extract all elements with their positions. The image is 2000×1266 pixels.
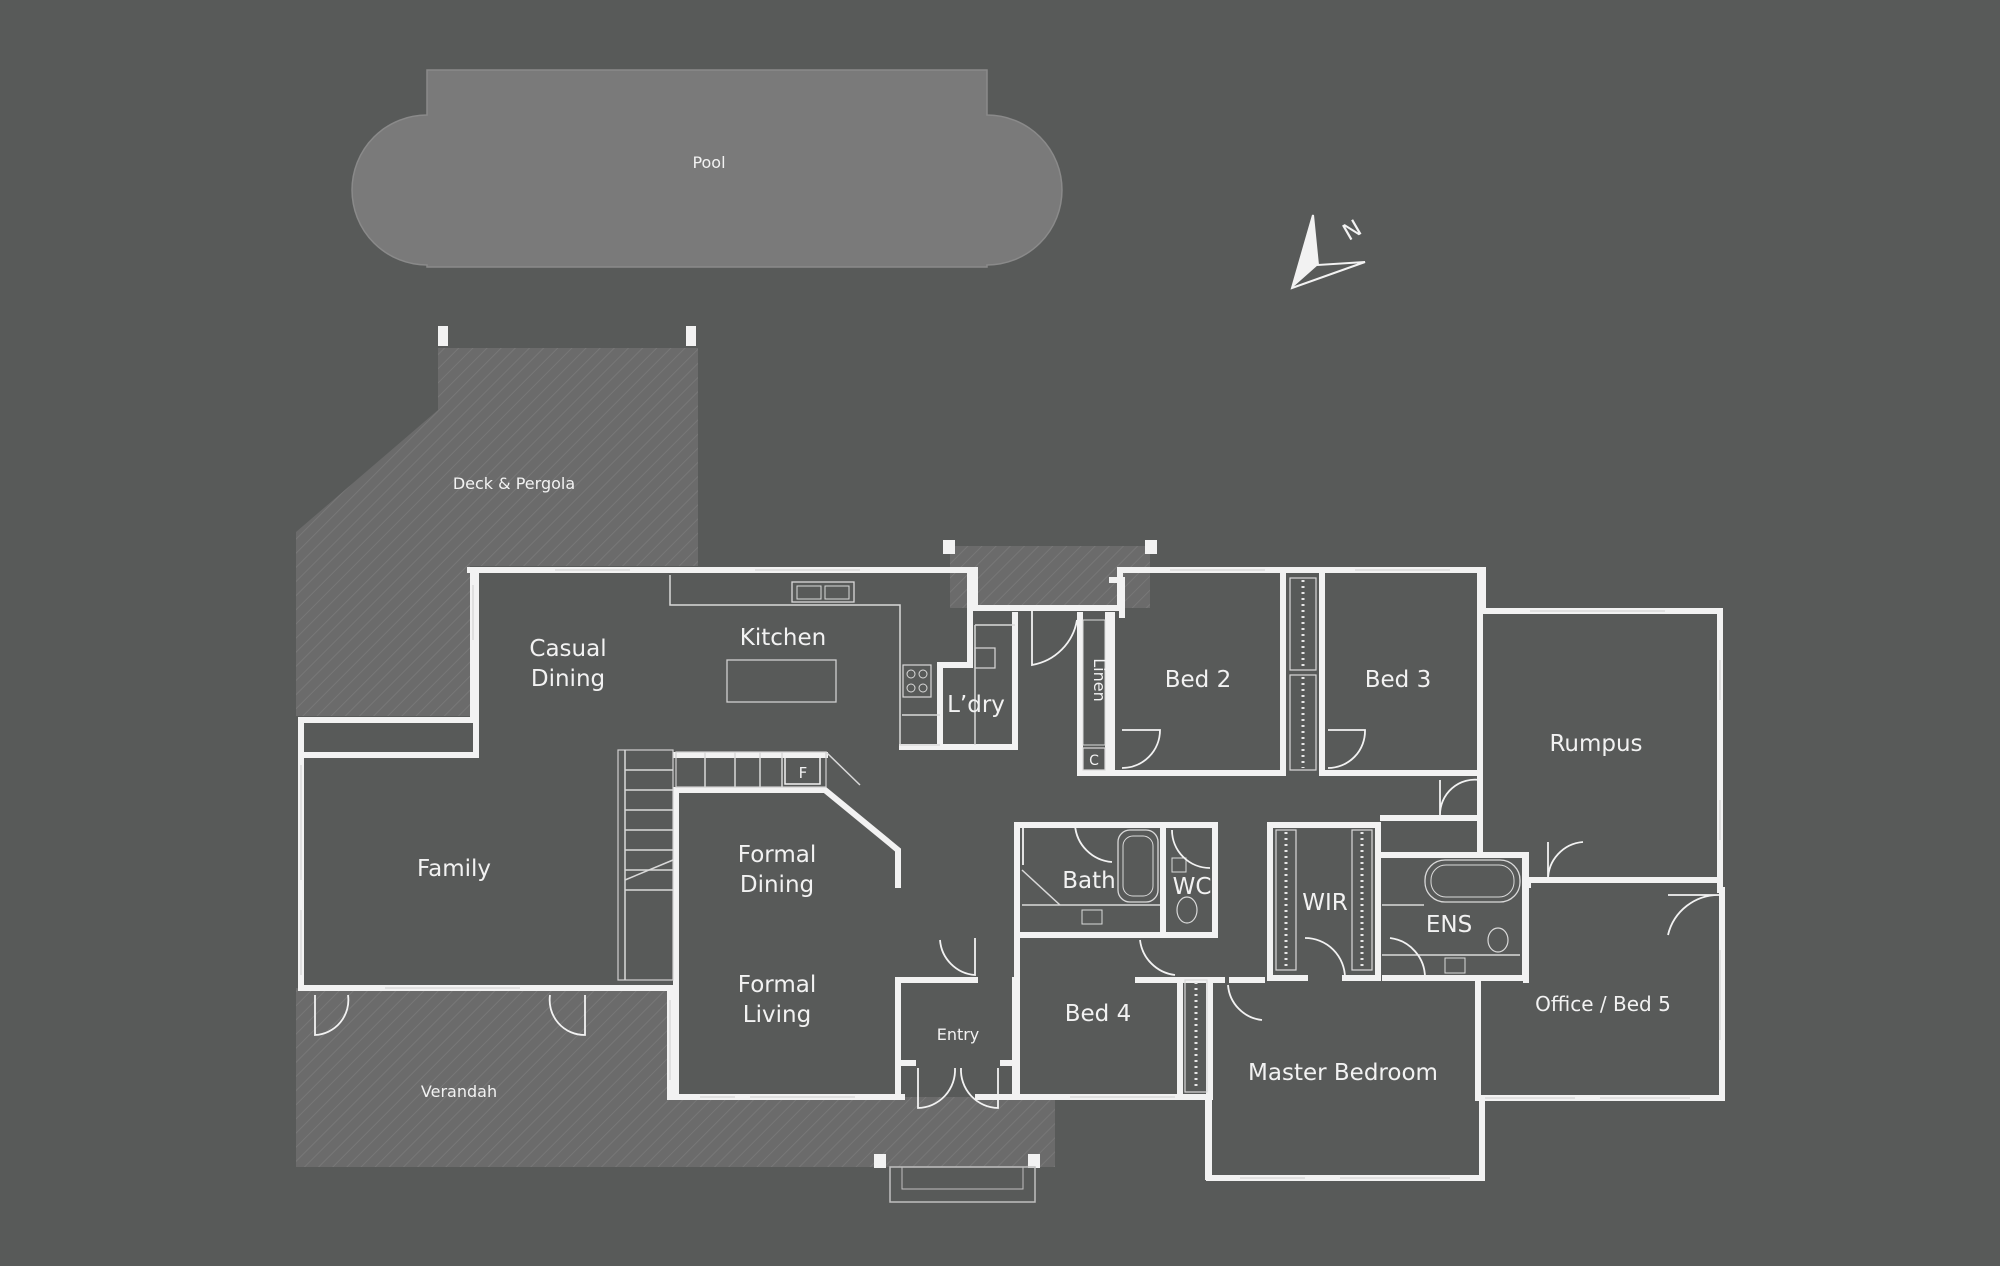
bed2-label: Bed 2 — [1165, 667, 1231, 693]
bath-fittings — [1021, 829, 1521, 974]
fridge-label: F — [799, 764, 808, 782]
office-label: Office / Bed 5 — [1535, 992, 1671, 1016]
deck-pergola-area: Deck & Pergola — [296, 326, 698, 716]
pool-area: Pool — [351, 69, 1063, 268]
family-label: Family — [417, 856, 491, 882]
formal-dining-label-line2: Dining — [740, 872, 814, 898]
linen-cupboard: C Linen — [1082, 619, 1109, 771]
verandah-area: Verandah — [296, 988, 1055, 1203]
linen-label: Linen — [1090, 658, 1109, 701]
master-bedroom-label: Master Bedroom — [1248, 1060, 1438, 1086]
windows — [300, 569, 1721, 1179]
laundry-label: L’dry — [947, 692, 1005, 718]
doors — [314, 610, 1721, 1109]
verandah-label: Verandah — [421, 1082, 497, 1101]
casual-dining-label-line1: Casual — [529, 636, 606, 662]
robes — [1184, 577, 1373, 1093]
pool-label: Pool — [692, 153, 725, 172]
kitchen-fittings — [669, 575, 1015, 746]
bath-label: Bath — [1062, 868, 1115, 894]
formal-dining-label-line1: Formal — [738, 842, 816, 868]
bed4-label: Bed 4 — [1065, 1001, 1131, 1027]
cupboard-label: C — [1089, 753, 1099, 769]
north-arrow-icon: N — [1290, 214, 1367, 290]
formal-living-label-line2: Living — [743, 1002, 811, 1028]
north-label: N — [1339, 215, 1367, 246]
wir-label: WIR — [1302, 890, 1348, 916]
room-labels: Casual Dining Kitchen L’dry Bed 2 Bed 3 … — [417, 625, 1671, 1086]
wc-label: WC — [1173, 874, 1212, 900]
rumpus-label: Rumpus — [1549, 731, 1642, 757]
entry-label: Entry — [937, 1025, 980, 1044]
formal-living-label-line1: Formal — [738, 972, 816, 998]
casual-dining-label-line2: Dining — [531, 666, 605, 692]
deck-label: Deck & Pergola — [453, 474, 575, 493]
bed3-label: Bed 3 — [1365, 667, 1431, 693]
kitchen-label: Kitchen — [740, 625, 826, 651]
stairs: F — [617, 749, 861, 981]
ens-label: ENS — [1426, 912, 1472, 938]
